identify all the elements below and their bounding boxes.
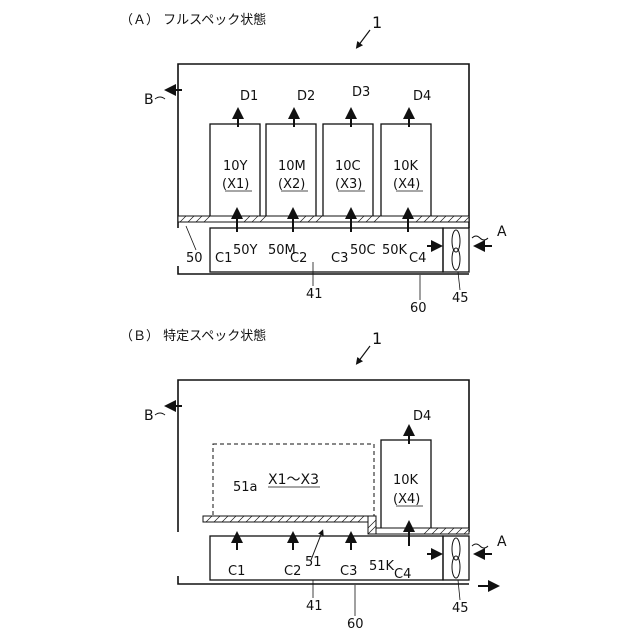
cover-label: 51 [305,555,322,570]
fan-label-a: 45 [452,291,469,306]
intake-tilde-b [472,544,488,548]
figure-b: （Ｂ） 特定スペック状態 1 B 51a X1～X3 10K (X4) D4 [120,328,507,632]
flow-label: D1 [240,89,258,104]
housing-label-b: 60 [347,617,364,632]
module-k-b: 10K (X4) D4 [381,409,431,532]
flow-label: D4 [413,409,431,424]
fan-blade [452,538,460,560]
opening-label: 50K [382,243,408,258]
housing-label-a: 60 [410,301,427,316]
exhaust-tilde-b [155,413,165,415]
flow-label: D3 [352,85,370,100]
module-c: 10C (X3) D3 [323,85,373,218]
duct-label-a: 41 [306,287,323,302]
plate-50 [178,216,469,222]
figure-a: （Ａ） フルスペック状態 1 B 10Y (X1) D1 10M (X2) D2 [120,12,507,316]
channel-arrows-b [237,537,351,550]
blocked-modules-label: X1～X3 [268,472,319,488]
flow-label: D2 [297,89,315,104]
fan-box-a [443,228,469,272]
intake-tilde-a [472,236,488,240]
module-name: 10M [278,159,306,174]
blocked-area-label: 51a [233,480,258,495]
fan-leader-b [458,580,460,600]
module-name: 10C [335,159,361,174]
caption-a: （Ａ） フルスペック状態 [120,12,266,28]
module-y: 10Y (X1) D1 [210,89,260,218]
cover-step [368,516,376,534]
channel-label: C3 [340,564,357,579]
intake-label-b: A [497,534,507,550]
module-m: 10M (X2) D2 [266,89,316,218]
duct-label-b: 41 [306,599,323,614]
module-k: 10K (X4) D4 [381,89,431,218]
opening-label: 50Y [233,243,258,258]
module-name: 10K [393,159,419,174]
device-label-a: 1 [372,13,382,32]
channel-label: C1 [215,251,232,266]
device-label-b: 1 [372,329,382,348]
device-leader-b [358,346,370,362]
module-sub: (X4) [393,492,420,507]
channel-label: C3 [331,251,348,266]
fan-blade [452,556,460,578]
exhaust-label-a: B [144,92,154,108]
channel-label: C1 [228,564,245,579]
channel-label: C4 [394,567,411,582]
flow-label: D4 [413,89,431,104]
plate-b [376,528,469,534]
exhaust-label-b: B [144,408,154,424]
module-sub: (X2) [278,177,305,192]
exhaust-tilde-a [155,97,165,99]
caption-b: （Ｂ） 特定スペック状態 [120,328,266,344]
fan-blade [452,230,460,252]
intake-label-a: A [497,224,507,240]
module-name: 10K [393,473,419,488]
fan-box-b [443,536,469,580]
plate-leader [186,226,196,250]
module-sub: (X1) [222,177,249,192]
channel-label: C4 [409,251,426,266]
plate-label: 50 [186,251,203,266]
device-leader-a [358,30,370,46]
channel-label: C2 [290,251,307,266]
opening-label: 50C [350,243,376,258]
channel-label: C2 [284,564,301,579]
module-sub: (X3) [335,177,362,192]
fan-blade [452,248,460,270]
module-name: 10Y [223,159,248,174]
fan-label-b: 45 [452,601,469,616]
housing-bottom-a [178,266,469,274]
module-sub: (X4) [393,177,420,192]
opening-label-51k: 51K [369,559,395,574]
